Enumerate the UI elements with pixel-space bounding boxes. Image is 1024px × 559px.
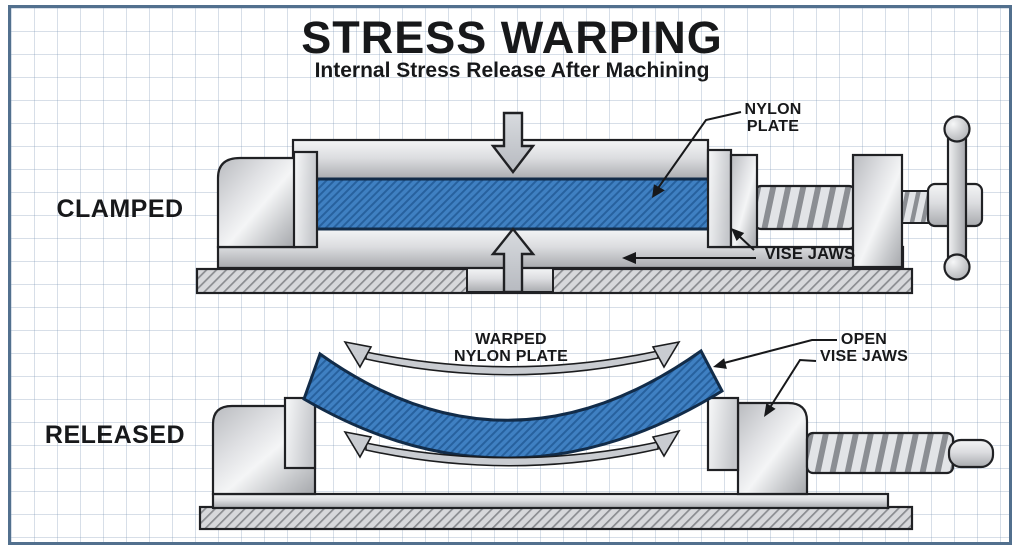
annotation-open-line1: OPEN: [840, 331, 888, 348]
released-vise-bed: [211, 492, 890, 510]
warped-nylon-plate: [302, 348, 724, 460]
t-handle-rod: [946, 120, 968, 276]
annotation-warped-nylon-plate: WARPED NYLON PLATE: [454, 331, 568, 366]
clamped-diagram: [195, 111, 984, 295]
page-subtitle: Internal Stress Release After Machining: [314, 59, 710, 82]
annotation-nylon-plate-line2: PLATE: [746, 117, 800, 135]
clamped-lead-screw: [753, 184, 857, 231]
released-screw-tip: [947, 438, 995, 469]
clamped-fixed-jaw: [216, 156, 297, 249]
clamped-fixed-jaw-insert: [292, 150, 319, 249]
released-fixed-jaw-insert: [283, 396, 317, 470]
open-jaws-leader-arrow-icons: [713, 339, 837, 417]
rear-bracket: [851, 153, 904, 269]
annotation-warped-line2: NYLON PLATE: [454, 347, 568, 365]
t-handle-knob-bottom: [943, 253, 971, 281]
annotation-open-line2: VISE JAWS: [819, 347, 909, 365]
t-handle-knob-top: [943, 115, 971, 143]
released-lead-screw: [805, 431, 955, 475]
clamped-moving-jaw-insert: [706, 148, 733, 249]
nylon-plate-leader-arrow-icon: [652, 111, 742, 198]
clamped-base-plate: [195, 267, 914, 295]
up-force-arrow-icon: [490, 227, 536, 294]
down-force-arrow-icon: [490, 111, 536, 174]
released-base-plate: [198, 505, 914, 531]
warp-arrow-icons: [343, 340, 681, 467]
annotation-vise-jaws: VISE JAWS: [764, 245, 856, 263]
clamped-label: CLAMPED: [56, 195, 184, 223]
screw-end-threads: [901, 190, 931, 224]
released-diagram: [198, 339, 995, 531]
annotation-nylon-plate: NYLON PLATE: [744, 101, 802, 136]
vise-jaws-leader-arrow-icons: [622, 228, 756, 264]
released-moving-jaw: [736, 401, 809, 496]
annotation-open-vise-jaws: OPEN VISE JAWS: [819, 331, 909, 366]
annotation-nylon-plate-line1: NYLON: [744, 101, 802, 118]
annotation-warped-line1: WARPED: [475, 331, 547, 348]
nylon-plate: [314, 177, 712, 231]
page-title: STRESS WARPING: [301, 12, 723, 63]
released-label: RELEASED: [44, 421, 186, 449]
released-moving-jaw-insert: [706, 396, 740, 472]
